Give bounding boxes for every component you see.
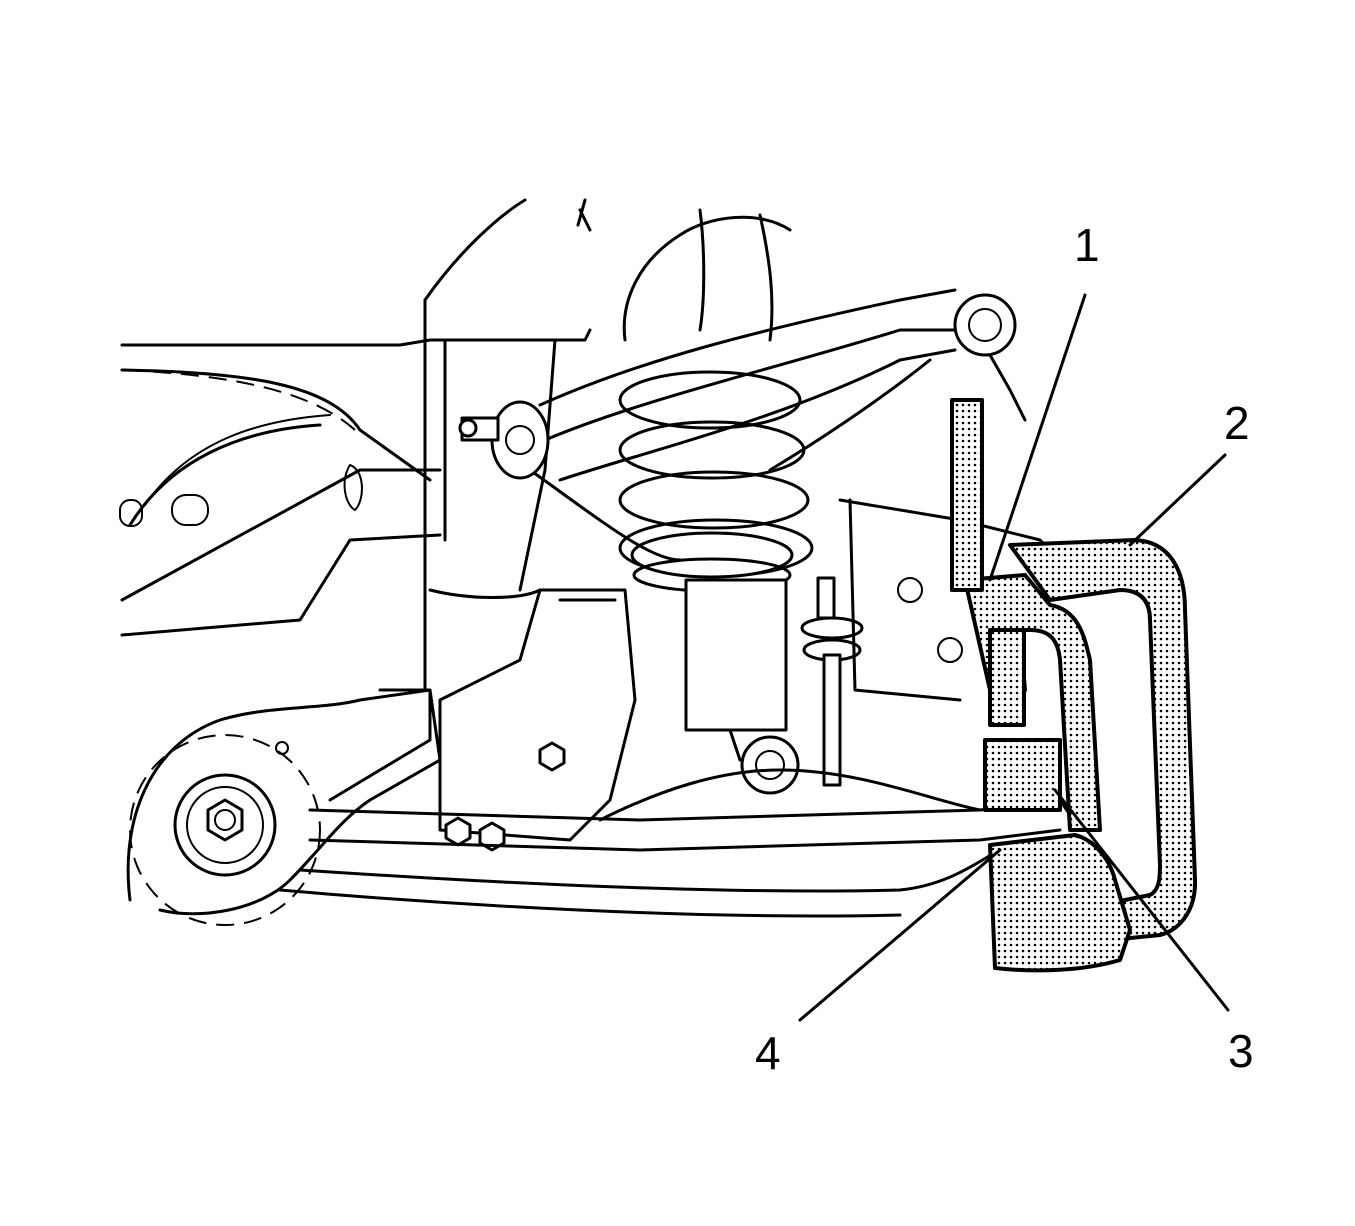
leader-lines	[798, 293, 1230, 1022]
callout-2: 2	[1224, 397, 1250, 449]
frame-rail	[119, 328, 592, 637]
mounting-bracket	[438, 588, 637, 852]
body-panel	[328, 198, 592, 802]
callout-4: 4	[755, 1027, 781, 1079]
receiver-adapter	[983, 738, 1132, 973]
leader-1	[988, 293, 1087, 582]
lower-control-arm	[278, 768, 1082, 918]
leader-4	[798, 848, 1002, 1022]
callout-3: 3	[1228, 1025, 1254, 1077]
knuckle-hub	[126, 688, 442, 926]
coil-spring-strut	[618, 208, 814, 795]
forcing-screw	[950, 398, 1026, 727]
leader-2	[1128, 453, 1227, 547]
leader-3	[1053, 788, 1230, 1012]
callout-1: 1	[1074, 219, 1100, 271]
upper-control-arm	[458, 288, 1027, 562]
stabilizer-link	[800, 576, 864, 787]
